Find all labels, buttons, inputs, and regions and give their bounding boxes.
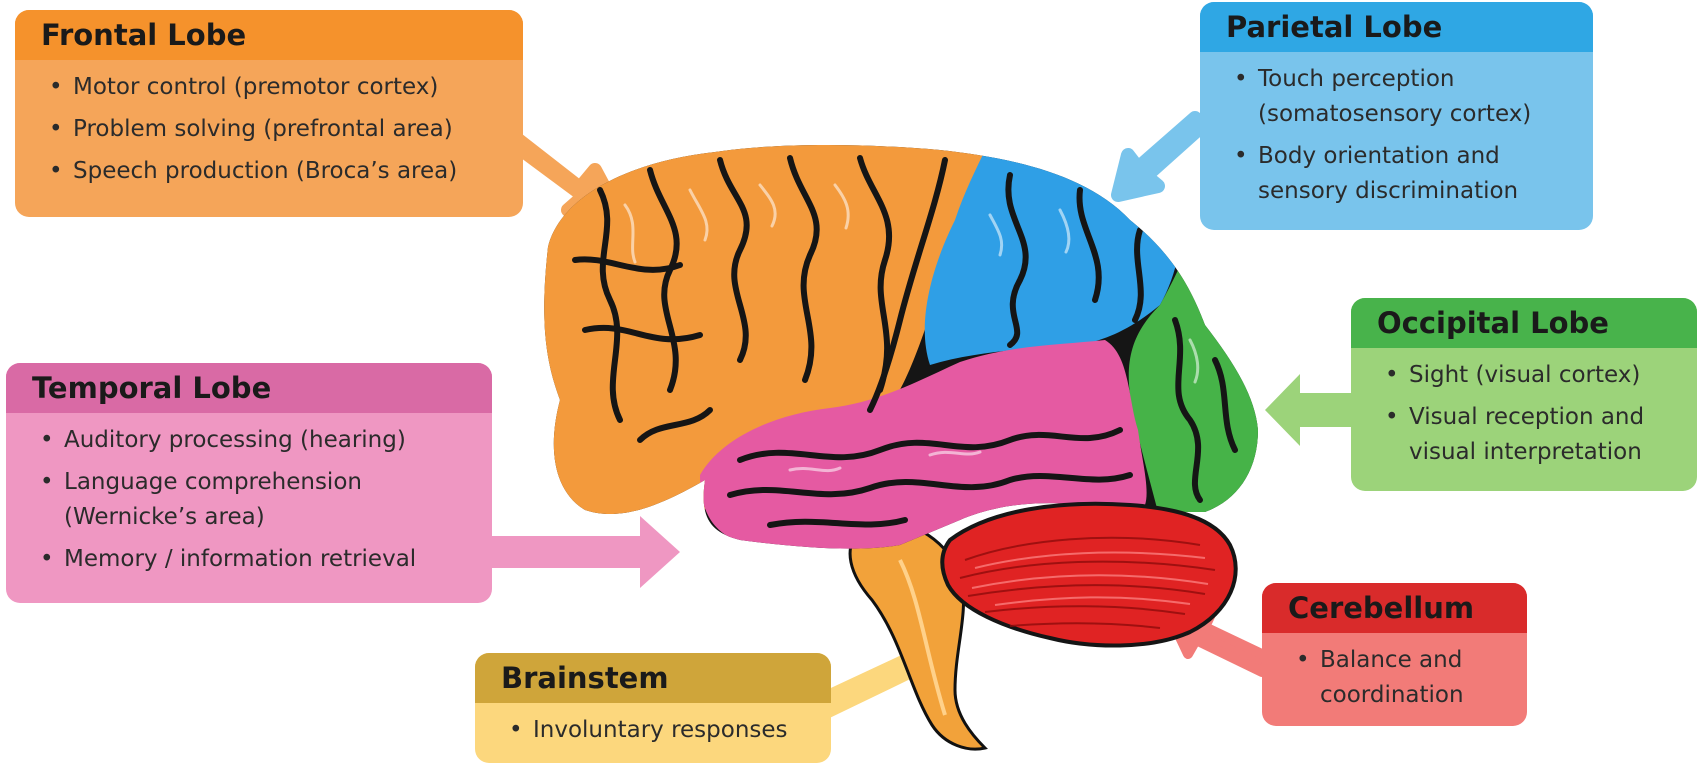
parietal-lobe-title: Parietal Lobe	[1200, 2, 1593, 52]
list-item: Language comprehension (Wernicke’s area)	[64, 465, 478, 535]
list-item: Sight (visual cortex)	[1409, 358, 1683, 393]
list-item: Memory / information retrieval	[64, 542, 478, 577]
temporal-lobe-list: Auditory processing (hearing) Language c…	[6, 413, 492, 592]
frontal-lobe-list: Motor control (premotor cortex) Problem …	[15, 60, 523, 204]
list-item: Problem solving (prefrontal area)	[73, 112, 509, 147]
brainstem-title: Brainstem	[475, 653, 831, 703]
occipital-lobe-title: Occipital Lobe	[1351, 298, 1697, 348]
cerebellum-title: Cerebellum	[1262, 583, 1527, 633]
occipital-lobe-list: Sight (visual cortex) Visual reception a…	[1351, 348, 1697, 485]
list-item: Involuntary responses	[533, 713, 817, 748]
frontal-lobe-title: Frontal Lobe	[15, 10, 523, 60]
temporal-arrow	[492, 516, 680, 588]
occipital-arrow	[1265, 374, 1360, 446]
frontal-lobe-card: Frontal Lobe Motor control (premotor cor…	[15, 10, 523, 217]
list-item: Balance and coordination	[1320, 643, 1513, 713]
brainstem-card: Brainstem Involuntary responses	[475, 653, 831, 763]
temporal-lobe-title: Temporal Lobe	[6, 363, 492, 413]
list-item: Speech production (Broca’s area)	[73, 154, 509, 189]
temporal-lobe-card: Temporal Lobe Auditory processing (heari…	[6, 363, 492, 603]
list-item: Touch perception (somatosensory cortex)	[1258, 62, 1579, 132]
list-item: Motor control (premotor cortex)	[73, 70, 509, 105]
cerebellum-list: Balance and coordination	[1262, 633, 1527, 726]
parietal-lobe-list: Touch perception (somatosensory cortex) …	[1200, 52, 1593, 224]
list-item: Auditory processing (hearing)	[64, 423, 478, 458]
parietal-lobe-card: Parietal Lobe Touch perception (somatose…	[1200, 2, 1593, 230]
occipital-lobe-card: Occipital Lobe Sight (visual cortex) Vis…	[1351, 298, 1697, 491]
cerebellum-card: Cerebellum Balance and coordination	[1262, 583, 1527, 726]
list-item: Body orientation and sensory discriminat…	[1258, 139, 1579, 209]
list-item: Visual reception and visual interpretati…	[1409, 400, 1683, 470]
parietal-arrow	[1118, 118, 1203, 195]
brainstem-list: Involuntary responses	[475, 703, 831, 763]
